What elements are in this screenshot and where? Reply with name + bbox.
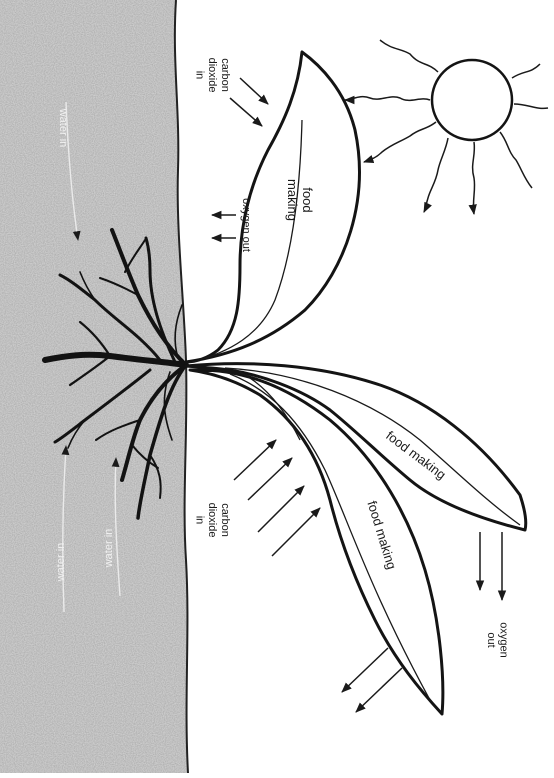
co2-arrows-bottom (234, 440, 320, 556)
o2-top-label: oxygen out (240, 198, 252, 252)
o2-bottom-label: oxygenout (485, 622, 510, 657)
co2-top-label: carbondioxidein (194, 58, 231, 93)
co2-bottom-label: carbondioxidein (194, 503, 231, 538)
soil (0, 0, 200, 773)
o2-arrows-leaf-tip (342, 648, 402, 712)
water-label-1: water in (57, 108, 69, 148)
co2-arrows-top (230, 78, 268, 126)
water-label-2: water in (103, 529, 115, 569)
water-label-3: water in (55, 543, 67, 583)
sun (345, 40, 548, 214)
o2-arrows-bottom (480, 532, 502, 600)
leaf-top (186, 52, 359, 362)
o2-arrows-top (212, 215, 236, 238)
